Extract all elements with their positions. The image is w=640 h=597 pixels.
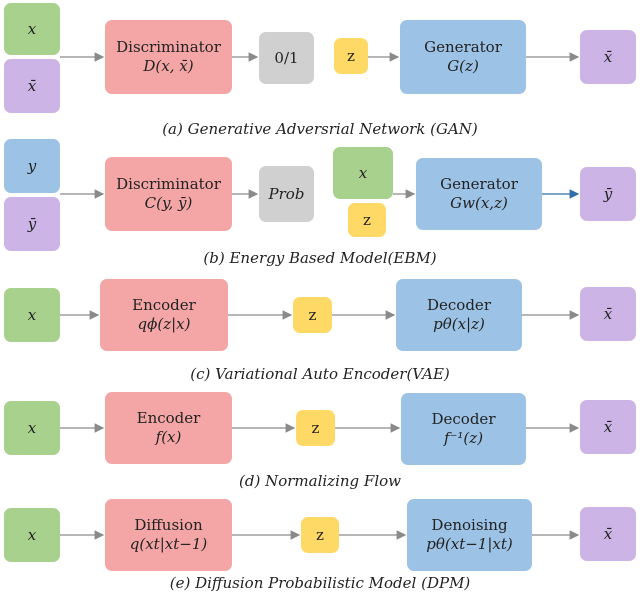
vae-latent-z: z: [293, 297, 332, 333]
ebm-prob-label: Prob: [268, 184, 305, 203]
gan-input-xbar-label: x̄: [27, 77, 37, 95]
flow-output-xbar: x̄: [580, 400, 636, 454]
vae-encoder-block: Encoder qϕ(z|x): [100, 279, 228, 351]
vae-input-label: x: [27, 306, 37, 324]
ebm-input-ybar: ȳ: [4, 197, 60, 251]
gan-latent-z: z: [334, 38, 368, 74]
vae-input-x: x: [4, 288, 60, 342]
flow-decoder-title: Decoder: [431, 410, 496, 428]
gan-discriminator-block: Discriminator D(x, x̄): [105, 20, 232, 94]
dpm-output-label: x̄: [603, 525, 613, 543]
flow-latent-label: z: [311, 418, 320, 437]
gan-output-xbar: x̄: [580, 30, 636, 84]
dpm-diffusion-func: q(xt|xt−1): [129, 535, 208, 553]
ebm-input-ybar-label: ȳ: [27, 215, 37, 233]
vae-encoder-title: Encoder: [132, 296, 196, 314]
vae-latent-label: z: [308, 305, 317, 324]
vae-caption: (c) Variational Auto Encoder(VAE): [190, 365, 450, 383]
dpm-latent-z: z: [301, 517, 339, 553]
flow-encoder-block: Encoder f(x): [105, 392, 232, 464]
vae-output-xbar: x̄: [580, 287, 636, 341]
gan-generator-title: Generator: [424, 38, 502, 56]
gan-output-block: 0/1: [259, 32, 314, 84]
gan-input-xbar: x̄: [4, 59, 60, 113]
dpm-diffusion-block: Diffusion q(xt|xt−1): [105, 499, 232, 571]
vae-encoder-func: qϕ(z|x): [137, 315, 191, 333]
gan-discriminator-title: Discriminator: [116, 38, 221, 56]
ebm-generator-func: Gw(x,z): [450, 194, 508, 212]
flow-encoder-func: f(x): [155, 428, 182, 446]
dpm-denoising-block: Denoising pθ(xt−1|xt): [407, 499, 532, 571]
ebm-prob-block: Prob: [259, 166, 314, 222]
dpm-denoising-func: pθ(xt−1|xt): [426, 535, 513, 553]
ebm-caption: (b) Energy Based Model(EBM): [203, 249, 437, 267]
ebm-generator-title: Generator: [440, 175, 518, 193]
dpm-latent-label: z: [316, 525, 324, 544]
flow-decoder-block: Decoder f⁻¹(z): [401, 393, 526, 465]
gan-input-x-label: x: [27, 20, 37, 38]
vae-output-label: x̄: [603, 305, 613, 323]
ebm-latent-label: z: [363, 210, 371, 229]
gan-latent-label: z: [347, 46, 355, 65]
vae-decoder-title: Decoder: [427, 296, 491, 314]
dpm-output-xbar: x̄: [580, 507, 636, 561]
vae-decoder-block: Decoder pθ(x|z): [396, 279, 522, 351]
ebm-discriminator-func: C(y, ȳ): [144, 194, 193, 212]
ebm-input-y-label: y: [27, 157, 37, 175]
ebm-cond-x-label: x: [358, 164, 368, 182]
flow-latent-z: z: [296, 410, 335, 446]
gan-discriminator-func: D(x, x̄): [143, 57, 194, 75]
gan-caption: (a) Generative Adversrial Network (GAN): [162, 120, 478, 138]
flow-encoder-title: Encoder: [136, 409, 201, 427]
ebm-input-y: y: [4, 139, 60, 193]
flow-output-label: x̄: [603, 418, 613, 436]
vae-decoder-func: pθ(x|z): [433, 315, 485, 333]
flow-caption: (d) Normalizing Flow: [239, 472, 401, 490]
ebm-cond-x: x: [333, 147, 393, 199]
gan-input-x: x: [4, 3, 60, 55]
flow-input-label: x: [27, 419, 37, 437]
dpm-caption: (e) Diffusion Probabilistic Model (DPM): [169, 574, 471, 592]
ebm-latent-z: z: [348, 203, 386, 237]
ebm-discriminator-title: Discriminator: [116, 175, 221, 193]
gan-generator-func: G(z): [447, 57, 479, 75]
gan-output-label: 0/1: [274, 48, 299, 67]
gan-generator-block: Generator G(z): [400, 20, 526, 94]
ebm-discriminator-block: Discriminator C(y, ȳ): [105, 157, 232, 231]
dpm-input-label: x: [27, 526, 37, 544]
ebm-output-ybar-label: ȳ: [603, 185, 613, 203]
dpm-diffusion-title: Diffusion: [134, 516, 203, 534]
flow-decoder-func: f⁻¹(z): [443, 429, 484, 447]
ebm-output-ybar: ȳ: [580, 167, 636, 221]
flow-input-x: x: [4, 401, 60, 455]
ebm-generator-block: Generator Gw(x,z): [416, 158, 542, 230]
dpm-input-x: x: [4, 508, 60, 562]
gan-output-xbar-label: x̄: [603, 48, 613, 66]
dpm-denoising-title: Denoising: [431, 516, 508, 534]
